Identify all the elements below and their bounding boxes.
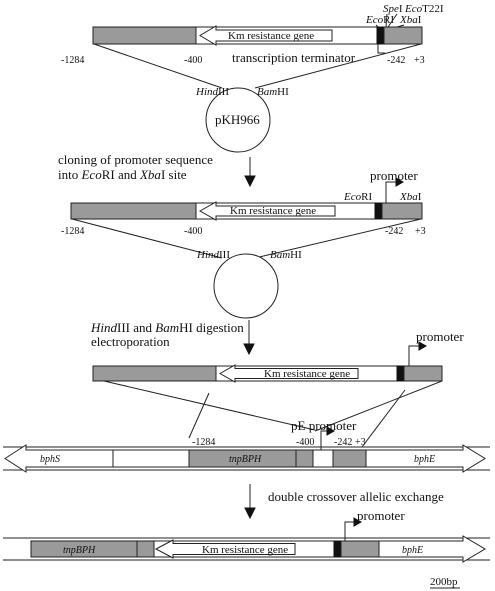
transcription-terminator-label: transcription terminator <box>232 50 356 65</box>
pos-3-b: +3 <box>415 226 426 237</box>
plasmid-1-name: pKH966 <box>215 112 260 127</box>
chromosome-gray-promoter <box>332 449 367 468</box>
bphE-arrow <box>365 444 486 473</box>
scale-bar-label: 200bp <box>430 576 458 588</box>
bphE-label: bphE <box>414 454 435 465</box>
site-xba: XbaI <box>399 14 422 26</box>
step-3: double crossover allelic exchange <box>244 484 444 520</box>
chromosome-gray-small <box>295 449 314 468</box>
construct-1: Km resistance gene SpeI EcoT22I EcoRI Xb… <box>61 3 444 89</box>
plasmid-pkh966: HindIII BamHI pKH966 <box>195 86 289 153</box>
plasmid-1-bam: BamHI <box>257 86 289 98</box>
pos-400-b: -400 <box>184 226 202 237</box>
construct-2-xba: XbaI <box>399 191 422 203</box>
construct-2-gray-left <box>70 202 197 220</box>
plasmid-2-circle <box>213 253 279 319</box>
promoter-arrow-icon <box>385 181 396 203</box>
plasmid-2-bam: BamHI <box>270 249 302 261</box>
result-bphE-label: bphE <box>402 545 423 556</box>
promoter-arrow-icon <box>408 345 420 366</box>
step-2: HindIII and BamHI digestion electroporat… <box>90 320 255 356</box>
construct-3-km-label: Km resistance gene <box>264 368 350 380</box>
step-2-line-2: electroporation <box>91 334 170 349</box>
bphS-arrow <box>4 444 190 473</box>
down-arrow-icon <box>244 507 256 520</box>
result-km-arrow <box>154 539 296 559</box>
pos-1284-b: -1284 <box>61 226 84 237</box>
terminator-symbol <box>377 44 385 54</box>
plasmid-2: HindIII BamHI <box>196 249 302 319</box>
site-spe: SpeI <box>383 3 403 15</box>
pos-3-a: +3 <box>414 55 425 66</box>
construct-2-black-box <box>374 202 383 220</box>
pos-400-a: -400 <box>184 55 202 66</box>
step-1-line-1: cloning of promoter sequence <box>58 152 213 167</box>
step-1: cloning of promoter sequence into EcoRI … <box>58 152 256 188</box>
construct-2: Km resistance gene promoter EcoRI XbaI -… <box>61 168 426 259</box>
construct-2-gray-right <box>381 202 423 220</box>
construct-3: Km resistance gene promoter <box>92 329 464 448</box>
site-ecot22: EcoT22I <box>404 3 444 15</box>
tnpBPH-label: tnpBPH <box>229 454 262 465</box>
result-gray-promoter <box>340 540 380 558</box>
result-black-box <box>333 540 342 558</box>
construct-1-black-box <box>376 26 385 45</box>
construct-2-km-label: Km resistance gene <box>230 205 316 217</box>
promoter-arrow-icon <box>320 430 329 450</box>
site-eco: EcoRI <box>365 14 394 26</box>
plasmid-1-circle <box>205 87 271 153</box>
plasmid-1-hind: HindIII <box>195 86 229 98</box>
result-chromosome: tnpBPH Km resistance gene bphE promoter <box>3 508 490 563</box>
down-arrow-icon <box>244 175 256 188</box>
result-promoter-label: promoter <box>357 508 405 523</box>
construct-2-promoter-label: promoter <box>370 168 418 183</box>
bphS-label: bphS <box>40 454 60 465</box>
construct-1-gray-right <box>383 26 423 45</box>
construct-2-eco: EcoRI <box>343 191 372 203</box>
chromosome: bphS tnpBPH bphE pE promoter -1284 -400 … <box>3 418 490 473</box>
down-arrow-icon <box>243 343 255 356</box>
construct-1-gray-left <box>92 26 197 45</box>
construct-3-gray-right <box>403 365 443 382</box>
construct-3-gray-left <box>92 365 217 382</box>
result-tnpBPH-label: tnpBPH <box>63 545 96 556</box>
construct-3-promoter-label: promoter <box>416 329 464 344</box>
pos-400-c: -400 <box>296 437 314 448</box>
result-km-label: Km resistance gene <box>202 544 288 556</box>
chromosome-white-gap <box>312 449 334 468</box>
scale-bar: 200bp <box>430 576 460 589</box>
pos-3-c: +3 <box>355 437 366 448</box>
pos-1284-c: -1284 <box>192 437 215 448</box>
pos-242-a: -242 <box>387 55 405 66</box>
promoter-arrow-icon <box>344 521 355 541</box>
result-bphE-arrow <box>378 535 486 563</box>
pos-1284-a: -1284 <box>61 55 84 66</box>
construct-1-km-arrow <box>199 25 333 46</box>
result-gray-small <box>136 540 155 558</box>
step-2-line-1: HindIII and BamHI digestion <box>90 320 244 335</box>
step-3-label: double crossover allelic exchange <box>268 489 444 504</box>
construct-3-km-arrow <box>218 364 359 383</box>
construct-3-black-box <box>396 365 405 382</box>
pos-242-c: -242 <box>334 437 352 448</box>
step-1-line-2: into EcoRI and XbaI site <box>58 167 187 182</box>
plasmid-2-hind: HindIII <box>196 249 230 261</box>
construct-2-km-arrow <box>198 201 336 221</box>
pos-242-b: -242 <box>385 226 403 237</box>
construct-1-km-label: Km resistance gene <box>228 30 314 42</box>
pe-promoter-label: pE promoter <box>291 418 357 433</box>
